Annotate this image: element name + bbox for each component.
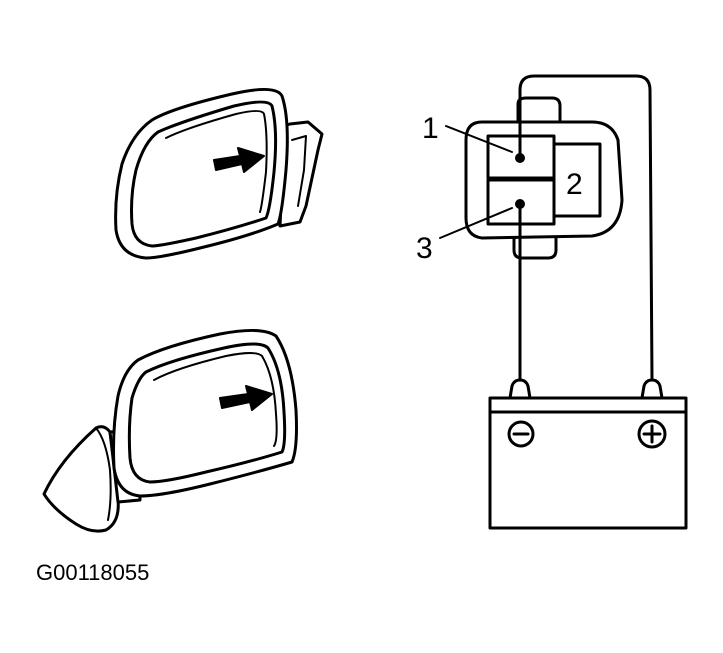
arrow-right-icon	[219, 385, 273, 411]
plus-icon	[637, 419, 667, 449]
connector	[464, 96, 624, 260]
terminal-label-2: 2	[566, 168, 583, 201]
mirror-top	[114, 88, 324, 260]
wires	[518, 74, 654, 382]
minus-icon	[507, 420, 535, 448]
terminal-label-1: 1	[422, 112, 439, 145]
arrow-right-icon	[213, 147, 265, 173]
battery	[488, 378, 688, 530]
mirror-bottom	[42, 329, 298, 533]
figure-id: G00118055	[36, 560, 149, 585]
leader-line-1	[445, 125, 513, 153]
leader-line-3	[439, 207, 513, 239]
terminal-label-3: 3	[416, 232, 433, 265]
